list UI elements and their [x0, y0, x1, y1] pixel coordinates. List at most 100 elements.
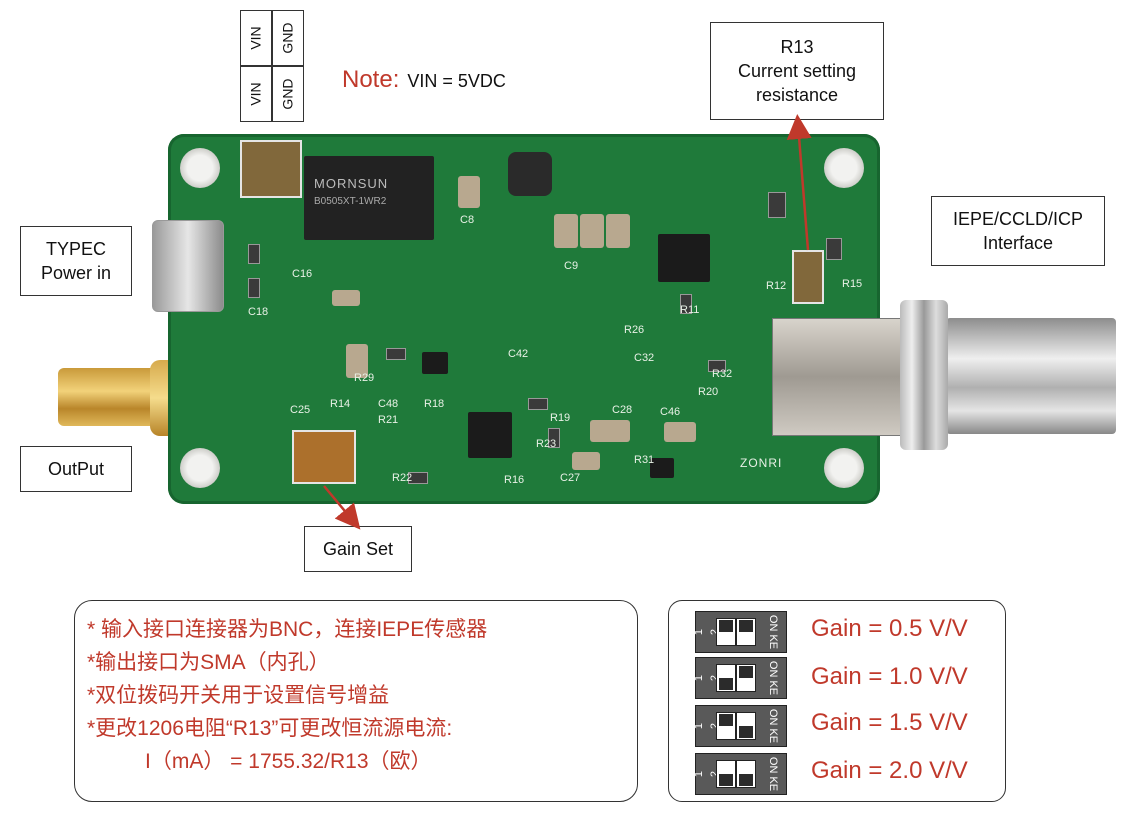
silk-ref: R31 — [634, 454, 655, 466]
callout-line: R13 — [780, 37, 814, 57]
silk-ref: C32 — [634, 352, 655, 364]
gain-table: 1 2 ON KE Gain = 0.5 V/V 1 2 ON KE Gain … — [668, 600, 1006, 802]
ic-chip — [468, 412, 512, 458]
dip-knob — [739, 726, 753, 738]
silk-ref: R18 — [424, 398, 445, 410]
smd-part — [548, 428, 560, 448]
inductor — [508, 152, 552, 196]
r13-callout: R13 Current setting resistance — [710, 22, 884, 120]
note: Note: VIN = 5VDC — [342, 66, 506, 94]
note-line: *双位拨码开关用于设置信号增益 — [87, 684, 390, 707]
silk-ref: R21 — [378, 414, 399, 426]
r13-highlight — [792, 250, 824, 304]
gain-label: Gain = 0.5 V/V — [811, 615, 968, 642]
silk-ref: R16 — [504, 474, 525, 486]
pin-cell: GND — [272, 66, 304, 122]
silk-ref: C9 — [564, 260, 579, 272]
module-part: B0505XT-1WR2 — [314, 196, 387, 207]
capacitor — [606, 214, 630, 248]
silk-ref: C28 — [612, 404, 633, 416]
typec-callout: TYPEC Power in — [20, 226, 132, 296]
dip-knob — [739, 666, 753, 678]
dip-on-label: ON KE — [760, 612, 786, 652]
note-line: * 输入接口连接器为BNC，连接IEPE传感器 — [87, 618, 488, 641]
dip-switch-diagram: 1 2 ON KE — [693, 657, 787, 699]
dip-switch-diagram: 1 2 ON KE — [693, 611, 787, 653]
dip-lever-1 — [716, 712, 736, 740]
bnc-ring — [900, 300, 948, 450]
ic-chip — [422, 352, 448, 374]
output-callout: OutPut — [20, 446, 132, 492]
dip-switch-diagram: 1 2 ON KE — [693, 705, 787, 747]
smd-part — [386, 348, 406, 360]
gain-label: Gain = 1.5 V/V — [811, 709, 968, 736]
dip-knob — [719, 774, 733, 786]
dip-switch-highlight — [292, 430, 356, 484]
note-line: *输出接口为SMA（内孔） — [87, 651, 330, 674]
dip-lever-1 — [716, 618, 736, 646]
note-label: Note: — [342, 66, 400, 93]
smd-part — [768, 192, 786, 218]
pin-cell: GND — [272, 10, 304, 66]
pin-cell: VIN — [240, 66, 272, 122]
silk-ref: R23 — [536, 438, 557, 450]
silk-ref: R15 — [842, 278, 863, 290]
dip-lever-2 — [736, 760, 756, 788]
silk-ref: R29 — [354, 372, 375, 384]
capacitor — [664, 422, 696, 442]
brand-mark: ZONRI — [740, 456, 783, 470]
dip-lever-2 — [736, 618, 756, 646]
silk-ref: C16 — [292, 268, 313, 280]
pcb-board: MORNSUN B0505XT-1WR2 C8 C9 C16 C18 C25 C… — [152, 134, 880, 504]
silk-ref: C25 — [290, 404, 311, 416]
pin-cell: VIN — [240, 10, 272, 66]
ic-chip — [650, 458, 674, 478]
mount-hole — [824, 448, 864, 488]
iepe-callout: IEPE/CCLD/ICP Interface — [931, 196, 1105, 266]
mount-hole — [180, 448, 220, 488]
dip-on-text: ON KE — [767, 614, 780, 650]
pin-table: VIN GND VIN GND — [240, 10, 304, 122]
capacitor — [572, 452, 600, 470]
smd-part — [708, 360, 726, 372]
dip-lever-2 — [736, 664, 756, 692]
callout-line: TYPEC — [45, 239, 106, 259]
r13-arrow — [786, 114, 812, 251]
silk-ref: C42 — [508, 348, 529, 360]
capacitor — [554, 214, 578, 248]
silk-ref: R32 — [712, 368, 733, 380]
dip-knob — [739, 774, 753, 786]
silk-ref: R22 — [392, 472, 413, 484]
silk-ref: R11 — [680, 304, 700, 316]
dip-on-text: ON KE — [767, 756, 780, 792]
dip-lever-2 — [736, 712, 756, 740]
dip-on-text: ON KE — [767, 660, 780, 696]
dip-lever-1 — [716, 760, 736, 788]
silk-ref: C48 — [378, 398, 399, 410]
notes-panel: * 输入接口连接器为BNC，连接IEPE传感器 *输出接口为SMA（内孔） *双… — [74, 600, 638, 802]
gain-label: Gain = 2.0 V/V — [811, 757, 968, 784]
silk-ref: R20 — [698, 386, 719, 398]
dip-knob — [719, 714, 733, 726]
capacitor — [580, 214, 604, 248]
dip-lever-1 — [716, 664, 736, 692]
silk-ref: C18 — [248, 306, 269, 318]
capacitor — [332, 290, 360, 306]
dip-switch-diagram: 1 2 ON KE — [693, 753, 787, 795]
gain-set-arrow — [323, 485, 361, 530]
dip-on-label: ON KE — [760, 706, 786, 746]
dip-on-text: ON KE — [767, 708, 780, 744]
dip-knob — [719, 678, 733, 690]
gain-set-callout: Gain Set — [304, 526, 412, 572]
silk-ref: C27 — [560, 472, 581, 484]
callout-line: resistance — [755, 85, 839, 105]
callout-line: IEPE/CCLD/ICP — [952, 209, 1084, 229]
note-value: VIN = 5VDC — [407, 71, 506, 91]
bnc-body — [772, 318, 910, 436]
module-mark: MORNSUN — [314, 176, 389, 191]
silk-ref: R26 — [624, 324, 645, 336]
silk-ref: C8 — [460, 214, 475, 226]
callout-line: Current setting — [737, 61, 857, 81]
silk-ref: R12 — [766, 280, 787, 292]
